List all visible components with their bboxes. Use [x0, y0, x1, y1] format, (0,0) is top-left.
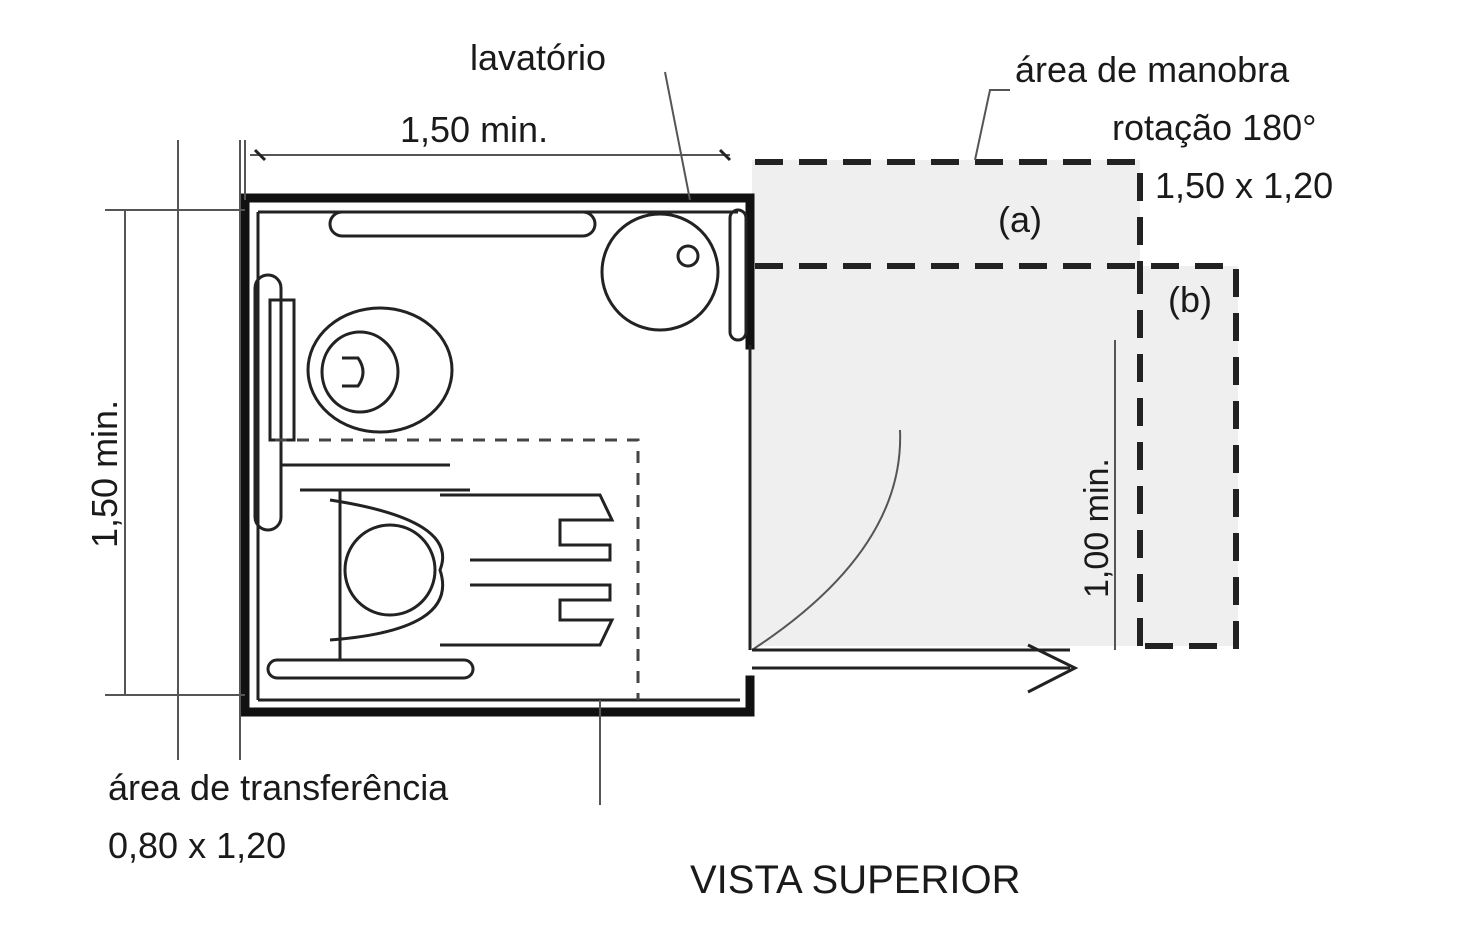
toilet-seat-opening: [320, 330, 400, 414]
wheelchair-user-head: [343, 523, 437, 617]
maneuver-leader: [974, 89, 1010, 161]
wheelchair-user-arm-top: [440, 493, 615, 562]
wheelchair-user-arm-bottom: [440, 583, 615, 647]
sink-basin: [600, 212, 720, 332]
maneuver-area-b-fill: [752, 266, 1238, 646]
wheelchair-user-body: [329, 498, 445, 642]
sliding-door-track: [752, 648, 1070, 670]
transfer-label-line1: área de transferência: [108, 767, 449, 808]
sink-drain: [676, 244, 700, 268]
width-dim-tick-right: [718, 148, 732, 162]
maneuver-area-b-outline: [755, 263, 1239, 649]
toilet-flush-detail: [342, 356, 365, 388]
area-b-label: (b): [1168, 279, 1212, 320]
sliding-door-arrow: [1027, 643, 1079, 694]
height-dim-label: 1,50 min.: [84, 400, 125, 548]
maneuver-label-line1: área de manobra: [1015, 49, 1290, 90]
sink-grab-bar: [728, 208, 748, 342]
door-dim-label: 1,00 min.: [1078, 458, 1116, 598]
maneuver-label-line2: rotação 180°: [1112, 107, 1317, 148]
lavatorio-label: lavatório: [470, 37, 606, 78]
maneuver-area-a-fill: [752, 160, 1140, 266]
door-swing-arc: [751, 429, 902, 651]
width-dim-tick-left: [253, 148, 267, 162]
lavatorio-leader: [664, 71, 691, 201]
maneuver-area-a-outline: [755, 159, 1143, 266]
wheelchair-frame: [282, 463, 470, 662]
bottom-grab-bar: [266, 658, 475, 680]
view-title: VISTA SUPERIOR: [690, 858, 1020, 902]
wall-inner-line: [256, 210, 740, 702]
transfer-area-outline: [275, 438, 640, 700]
left-grab-bar: [253, 273, 283, 532]
width-dim-label: 1,50 min.: [400, 109, 548, 150]
maneuver-label-line3: 1,50 x 1,20: [1155, 165, 1333, 206]
toilet-bowl: [306, 306, 454, 434]
transfer-label-line2: 0,80 x 1,20: [108, 825, 286, 866]
area-a-label: (a): [998, 199, 1042, 240]
top-grab-bar: [328, 210, 597, 238]
